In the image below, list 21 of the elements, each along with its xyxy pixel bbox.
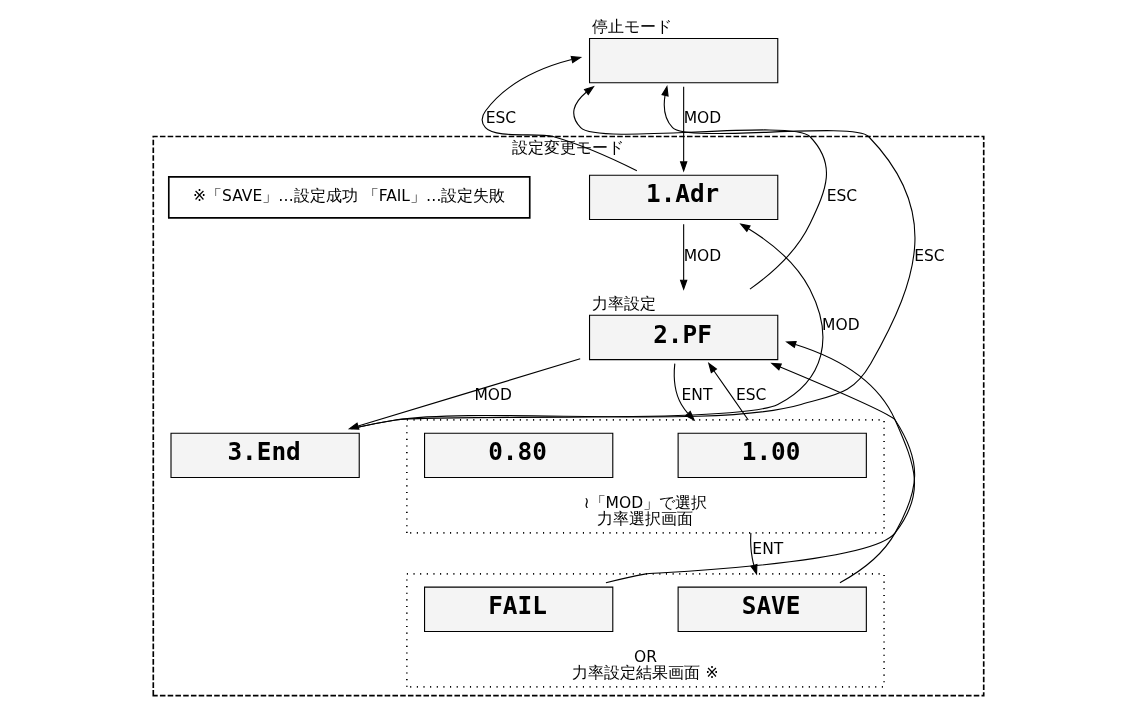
node-box: ※「SAVE」…設定成功 「FAIL」…設定失敗 xyxy=(167,176,531,219)
arrow xyxy=(679,223,688,291)
arrow xyxy=(679,86,688,173)
arrow xyxy=(480,55,637,172)
arrow xyxy=(707,362,749,421)
edge-label: ESC xyxy=(913,246,945,265)
edge-label: MOD xyxy=(473,386,512,405)
edge-label: ESC xyxy=(735,386,766,405)
arrow xyxy=(572,85,827,290)
node-label: 力率設定 xyxy=(591,294,656,313)
arrow xyxy=(350,85,915,430)
edge-label: ESC xyxy=(485,109,516,128)
edge-label: ENT xyxy=(681,386,712,405)
edge-label: ENT xyxy=(751,540,783,559)
arrow xyxy=(769,362,915,584)
node-label: 停止モード xyxy=(591,18,672,37)
edge-label: MOD xyxy=(683,246,721,265)
edge-label: ESC xyxy=(826,187,857,206)
edge-label: MOD xyxy=(821,316,860,335)
arrow xyxy=(604,340,915,584)
edge-label: MOD xyxy=(683,109,721,128)
